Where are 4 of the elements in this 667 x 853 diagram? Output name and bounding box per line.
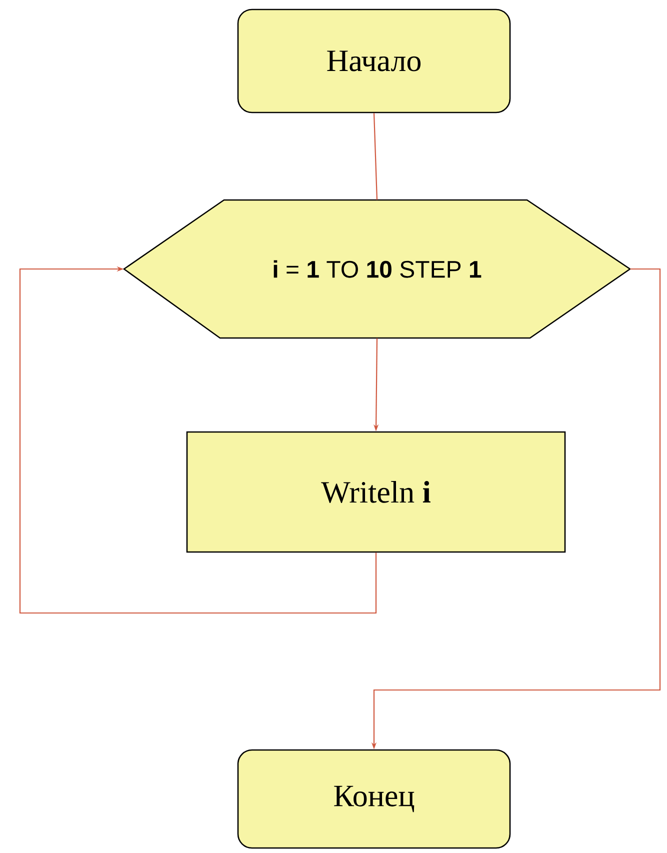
terminal-box: Конец — [237, 749, 511, 849]
arrow — [19, 266, 377, 614]
process-box: Writeln i — [186, 431, 566, 553]
terminal-box: Начало — [237, 8, 511, 114]
